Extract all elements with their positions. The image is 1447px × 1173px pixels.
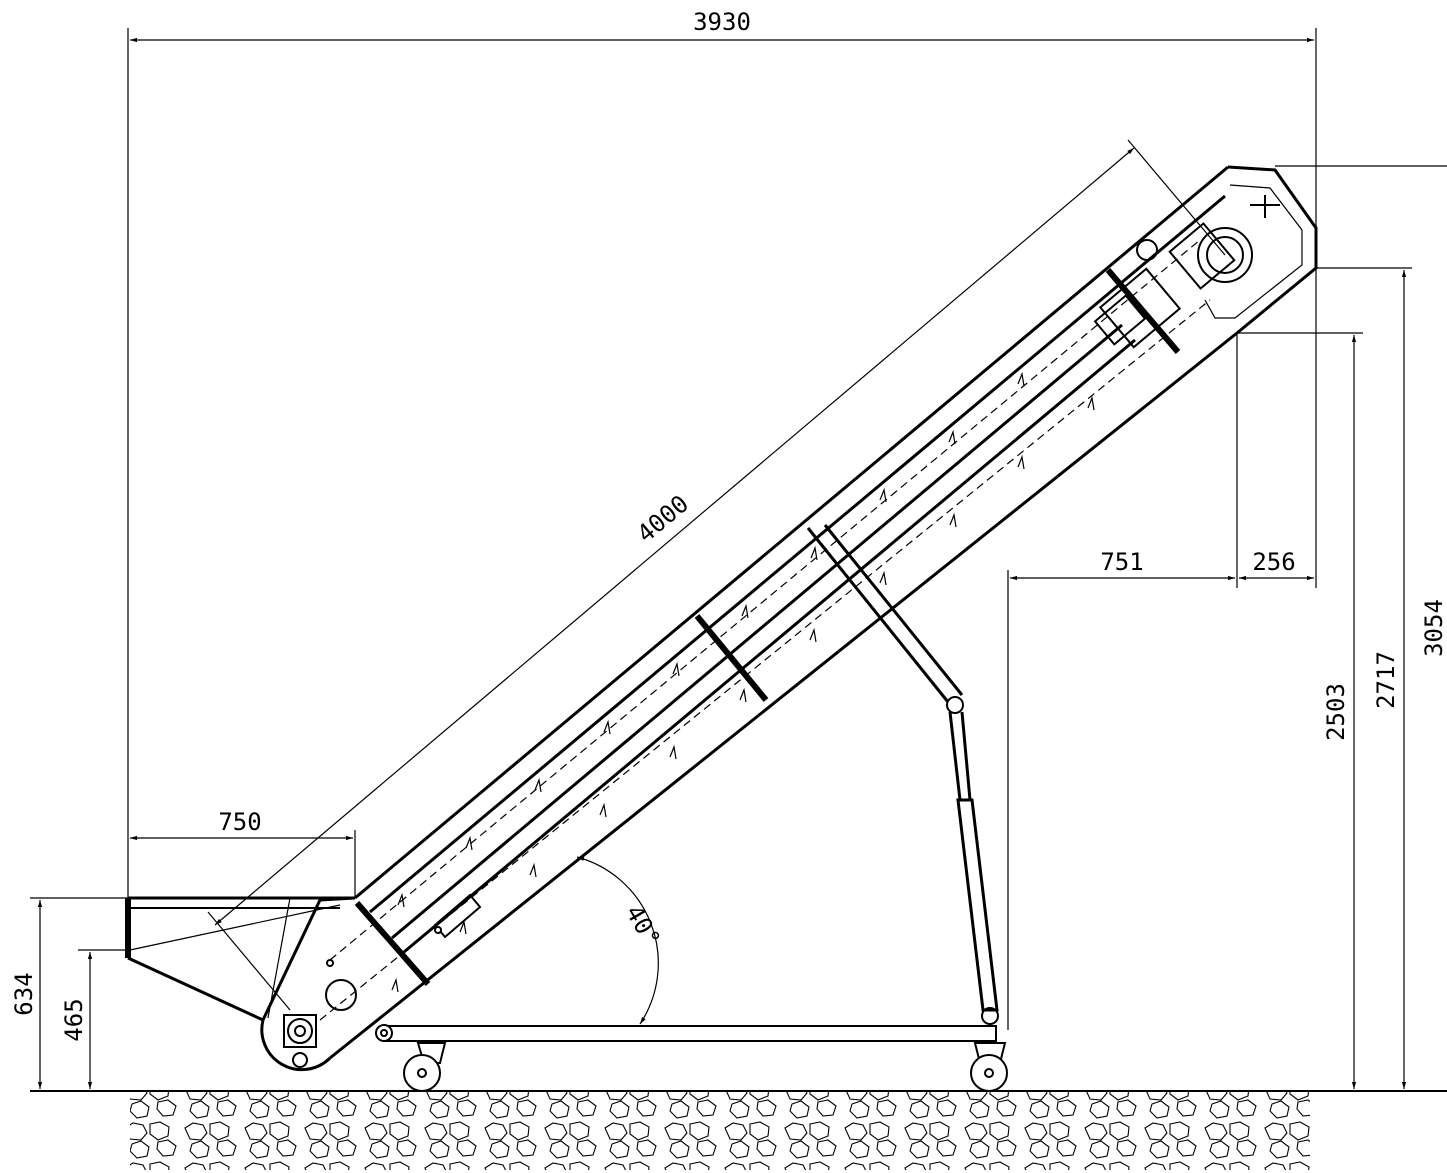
front-wheel bbox=[403, 1054, 441, 1092]
frame-inner-edge bbox=[369, 194, 1226, 914]
hopper bbox=[125, 896, 355, 1022]
belt-centerline bbox=[329, 239, 1201, 961]
dimension-labels: 3930 4000 750 751 256 634 465 2503 2717 … bbox=[10, 8, 1447, 1042]
leg-rod-1 bbox=[948, 711, 962, 801]
belt-upper-edge bbox=[391, 323, 1123, 940]
label-head-offset: 256 bbox=[1252, 548, 1295, 576]
hopper-line-3 bbox=[267, 897, 291, 1019]
undercarriage bbox=[375, 524, 1008, 1092]
frame-bottom-edge bbox=[329, 331, 1238, 1060]
dim-length-line bbox=[214, 147, 1135, 926]
support-arm-2 bbox=[823, 524, 964, 696]
tail-pulley bbox=[283, 959, 357, 1068]
plate-bolt bbox=[434, 926, 442, 934]
base-beam bbox=[383, 1025, 997, 1042]
hopper-line-2 bbox=[207, 911, 291, 1011]
drive-pulley-hub bbox=[1206, 236, 1244, 274]
ground bbox=[30, 1090, 1447, 1170]
label-overall-height: 3054 bbox=[1420, 599, 1447, 657]
support-arm-pivot bbox=[946, 696, 964, 714]
front-wheel-hub bbox=[417, 1068, 427, 1078]
label-inlet-height: 634 bbox=[10, 972, 38, 1015]
tail-bearing-ring bbox=[287, 1018, 313, 1044]
rear-wheel bbox=[970, 1054, 1008, 1092]
dimensions bbox=[30, 28, 1447, 1089]
tail-bolt bbox=[326, 959, 334, 967]
label-discharge-height: 2503 bbox=[1322, 683, 1350, 741]
label-incline-angle: 40° bbox=[620, 900, 666, 952]
label-support-offset: 751 bbox=[1100, 548, 1143, 576]
tail-opening bbox=[325, 979, 357, 1011]
label-overall-width: 3930 bbox=[693, 8, 751, 36]
ext-line-length bbox=[1127, 139, 1226, 256]
head-housing bbox=[1227, 165, 1318, 335]
base-pivot-pin bbox=[380, 1029, 388, 1037]
leg-cylinder bbox=[956, 798, 999, 1012]
gearbox bbox=[1168, 222, 1236, 290]
label-inlet-lower-height: 465 bbox=[60, 998, 88, 1041]
rear-wheel-hub bbox=[984, 1068, 994, 1078]
hopper-slope bbox=[127, 956, 264, 1022]
label-conveyor-length: 4000 bbox=[632, 490, 694, 549]
tail-roller bbox=[292, 1052, 308, 1068]
belt-lower-edge bbox=[403, 338, 1136, 954]
tail-shaft bbox=[294, 1025, 306, 1037]
label-head-height: 2717 bbox=[1372, 651, 1400, 709]
motor-terminal bbox=[1136, 239, 1158, 261]
tail-end bbox=[260, 896, 356, 1072]
conveyor-frame bbox=[260, 165, 1318, 1072]
head-housing-inner bbox=[1204, 184, 1303, 319]
tail-bearing bbox=[283, 1014, 317, 1048]
head-drive bbox=[1093, 195, 1280, 349]
return-belt-line bbox=[319, 299, 1211, 1021]
dim-angle-arc bbox=[576, 856, 659, 1025]
leg-rod-2 bbox=[960, 711, 972, 801]
base-pivot bbox=[375, 1024, 393, 1042]
ground-hatching bbox=[130, 1092, 1310, 1170]
strut-pivot bbox=[981, 1007, 999, 1025]
drive-pulley bbox=[1197, 227, 1253, 283]
frame-top-edge bbox=[354, 165, 1229, 900]
belt-cleats bbox=[391, 371, 1095, 993]
label-hopper-length: 750 bbox=[218, 808, 261, 836]
